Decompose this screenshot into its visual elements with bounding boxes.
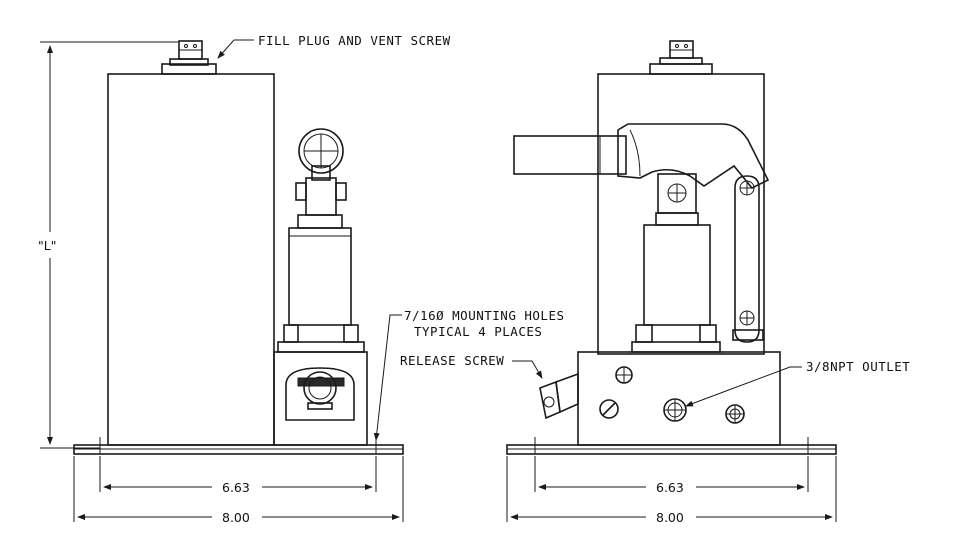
manifold-right: [577, 351, 781, 446]
release-screw-icon: [539, 372, 579, 420]
pump-cylinder-right: [643, 224, 711, 326]
handle-socket: [513, 135, 627, 175]
left-base-width-dimension: 8.00: [222, 510, 250, 525]
leader-lines: [217, 39, 802, 441]
handle-end-icon: [298, 128, 344, 174]
side-view: [73, 40, 404, 455]
port-icon: [615, 366, 633, 384]
reservoir-right: [597, 73, 765, 355]
fill-plug-label: FILL PLUG AND VENT SCREW: [258, 33, 451, 48]
dimension-lines: [40, 41, 837, 522]
pump-cylinder-left: [288, 227, 352, 326]
mounting-holes-sublabel: TYPICAL 4 PLACES: [414, 324, 542, 339]
outlet-port-icon: [663, 398, 687, 422]
mounting-holes-label: 7/16Ø MOUNTING HOLES: [404, 308, 565, 323]
port-2-icon: [725, 404, 745, 424]
front-view: [506, 40, 837, 455]
handle-lever: [617, 123, 770, 190]
outlet-label: 3/8NPT OUTLET: [806, 359, 910, 374]
fill-plug-icon: [161, 40, 217, 75]
reservoir-left: [107, 73, 275, 446]
height-dimension: "L": [38, 238, 56, 253]
right-hole-spacing-dimension: 6.63: [656, 480, 684, 495]
right-base-width-dimension: 8.00: [656, 510, 684, 525]
plug-screw-icon: [599, 399, 619, 419]
link-arm: [732, 175, 764, 343]
left-hole-spacing-dimension: 6.63: [222, 480, 250, 495]
release-knob-icon: [285, 367, 355, 421]
fill-plug-right-icon: [649, 40, 713, 75]
release-screw-label: RELEASE SCREW: [400, 353, 504, 368]
